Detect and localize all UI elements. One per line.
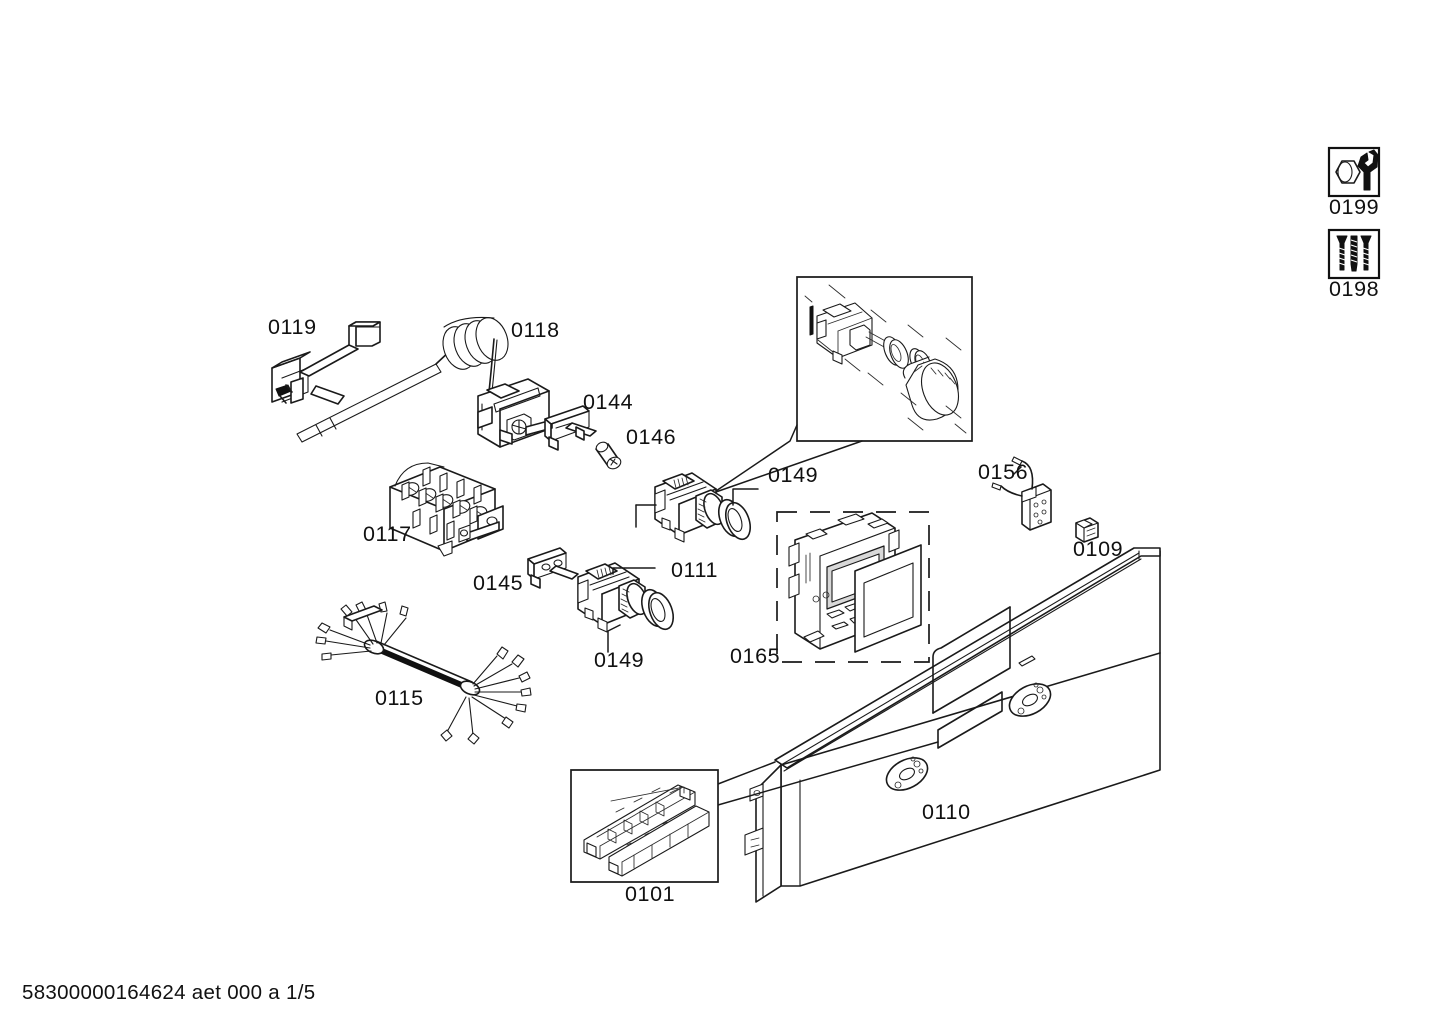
legend-icon-0199 (1327, 146, 1381, 198)
label-0111: 0111 (671, 558, 718, 582)
label-0109: 0109 (1073, 537, 1123, 561)
label-0145: 0145 (473, 571, 523, 595)
part-0115-wiring-harness (315, 601, 532, 745)
legend-icon-0198 (1327, 228, 1381, 280)
label-0156: 0156 (978, 460, 1028, 484)
part-0165-display-control-module (776, 511, 930, 663)
label-0199: 0199 (1329, 195, 1379, 219)
label-0198: 0198 (1329, 277, 1379, 301)
detail-box-knob-assembly (712, 276, 973, 494)
part-0149-upper-switch-assembly (635, 472, 759, 543)
label-0146: 0146 (626, 425, 676, 449)
part-0110-control-panel-fascia (717, 547, 1161, 903)
part-0146-bushing (595, 441, 622, 470)
part-0119-sensor-bracket-clip (271, 321, 453, 443)
label-0165: 0165 (730, 644, 780, 668)
label-0149-lower: 0149 (594, 648, 644, 672)
part-0109-connector-block (1075, 517, 1099, 543)
part-0145-bracket (527, 547, 579, 589)
part-0156-micro-switch (991, 456, 1052, 531)
footer-document-code: 58300000164624 aet 000 a 1/5 (22, 981, 315, 1004)
label-0101: 0101 (625, 882, 675, 906)
label-0117: 0117 (363, 522, 412, 546)
part-0117-terminal-block (389, 462, 504, 557)
part-0111-rotary-selector-switch (577, 562, 675, 653)
part-0118-thermostat (442, 316, 553, 448)
label-0118: 0118 (511, 318, 560, 342)
label-0119: 0119 (268, 315, 317, 339)
part-labels: 0119 0118 0144 0146 0117 0145 0149 0111 … (268, 195, 1379, 906)
detail-box-rail-0101 (570, 769, 719, 883)
part-0144-small-bracket (544, 405, 597, 451)
label-0110: 0110 (922, 800, 971, 824)
label-0144: 0144 (583, 390, 633, 414)
label-0115: 0115 (375, 686, 424, 710)
label-0149-upper: 0149 (768, 463, 818, 487)
